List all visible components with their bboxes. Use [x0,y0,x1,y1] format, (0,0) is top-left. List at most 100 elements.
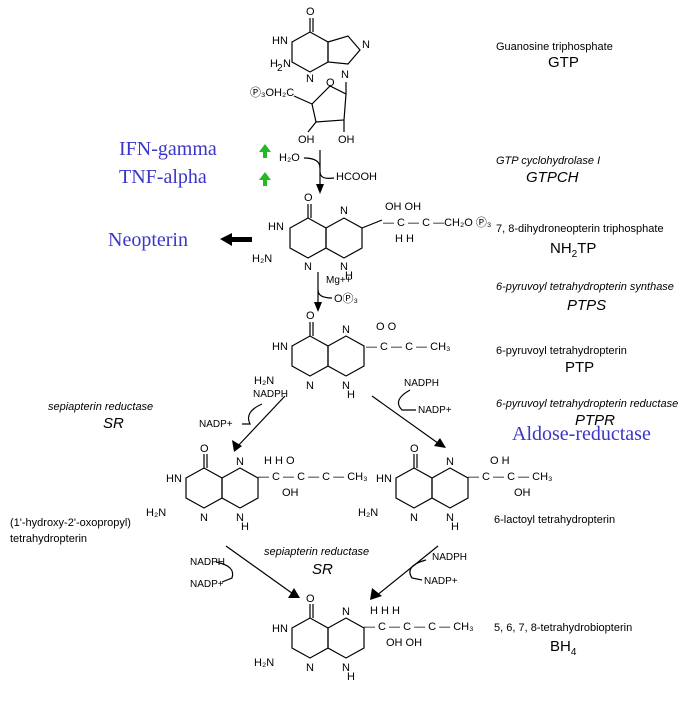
svg-text:H₂N: H₂N [358,507,378,519]
ptp-name: 6-pyruvoyl tetrahydropterin [496,345,627,357]
svg-text:N: N [342,380,350,392]
aldose-reductase-label: Aldose-reductase [512,423,651,445]
svg-text:N: N [306,662,314,674]
sr-left-arrow [235,395,286,449]
svg-text:N: N [341,69,349,81]
svg-text:OH: OH [298,134,315,146]
svg-text:O H: O H [490,455,510,467]
pppi-label: OⓅ₃ [334,292,358,305]
svg-text:N: N [342,662,350,674]
svg-text:HN: HN [272,35,288,47]
gtp-abbrev: GTP [548,54,579,71]
svg-text:H H H: H H H [370,605,400,617]
svg-text:H₂N: H₂N [146,507,166,519]
lactoyl-structure: O HN H₂N N N N H O H — C — C — CH₃ OH [358,443,553,533]
nh2tp-structure: O HN H₂N N N N H OH OH — C — C —CH₂O Ⓟ₃ … [252,192,491,282]
ptps-abbrev: PTPS [567,297,606,314]
svg-text:— C — C — C — CH₃: — C — C — C — CH₃ [364,621,474,633]
nh2tp-name: 7, 8-dihydroneopterin triphosphate [496,223,664,235]
svg-text:HN: HN [376,473,392,485]
svg-text:O: O [410,443,419,455]
svg-text:H: H [345,270,353,282]
svg-text:O: O [306,310,315,322]
svg-text:N: N [306,73,314,85]
ptps-name: 6-pyruvoyl tetrahydropterin synthase [496,281,674,293]
gtp-structure: O HN H 2 N N N N O Ⓟ₃OH₂C OH OH [250,6,370,146]
svg-text:H₂N: H₂N [254,375,274,387]
gtpch-name: GTP cyclohydrolase I [496,155,600,167]
svg-text:N: N [304,261,312,273]
svg-text:OH: OH [514,487,531,499]
nadph-left: NADPH [253,389,288,400]
svg-text:— C — C — C — CH₃: — C — C — C — CH₃ [258,471,368,483]
svg-text:N: N [446,512,454,524]
mg-label: Mg++ [326,275,352,286]
svg-text:O: O [200,443,209,455]
nh2tp-abbrev: NH2TP [550,240,596,260]
nadp-left: NADP+ [199,419,233,430]
svg-text:N: N [362,39,370,51]
hcooh-label: HCOOH [336,171,377,183]
svg-text:H H: H H [395,233,414,245]
svg-text:O: O [304,192,313,204]
sr-bottom-right-arrow [375,545,439,597]
svg-text:— C — C — CH₃: — C — C — CH₃ [468,471,553,483]
ptp-structure: O HN H₂N N N N H O O — C — C — CH₃ [254,310,451,401]
svg-text:— C — C — CH₃: — C — C — CH₃ [366,341,451,353]
ptpr-arrow [371,395,443,447]
ptpr-abbrev: PTPR [575,412,615,429]
svg-text:O: O [326,77,335,89]
svg-text:N: N [236,456,244,468]
hydroxy-name-2: tetrahydropterin [10,533,87,545]
bh4-name: 5, 6, 7, 8-tetrahydrobiopterin [494,622,632,634]
hydroxy-oxopropyl-structure: O HN H₂N N N N H H H O — C — C — C — CH₃… [146,443,368,533]
svg-text:H: H [347,671,355,683]
gtp-name: Guanosine triphosphate [496,41,613,53]
svg-text:N: N [340,205,348,217]
svg-text:N: N [306,380,314,392]
tnf-up-arrow-icon [259,172,271,186]
svg-text:OH: OH [338,134,355,146]
hydroxy-name-1: (1'-hydroxy-2'-oxopropyl) [10,517,131,529]
svg-text:OH: OH [282,487,299,499]
svg-text:O: O [306,593,315,605]
h2o-label: H₂O [279,152,300,164]
ptp-abbrev: PTP [565,359,594,376]
svg-text:H: H [451,521,459,533]
sr-bottom-left-arrow [225,545,297,597]
svg-text:HN: HN [272,623,288,635]
svg-text:O O: O O [376,321,397,333]
nadp-bottom-left: NADP+ [190,579,224,590]
lactoyl-name: 6-lactoyl tetrahydropterin [494,514,615,526]
svg-text:HN: HN [166,473,182,485]
svg-text:N: N [342,324,350,336]
svg-text:OH OH: OH OH [386,637,422,649]
svg-text:N: N [446,456,454,468]
gtpch-abbrev: GTPCH [526,169,579,186]
svg-text:H: H [241,521,249,533]
svg-text:H₂N: H₂N [254,657,274,669]
nadp-right: NADP+ [418,405,452,416]
svg-text:O: O [306,6,315,18]
svg-text:N: N [200,512,208,524]
svg-text:N: N [283,58,291,70]
nadp-bottom-right: NADP+ [424,576,458,587]
ptpr-name: 6-pyruvoyl tetrahydropterin reductase [496,398,678,410]
svg-text:N: N [236,512,244,524]
svg-text:2: 2 [277,63,283,74]
sr-bottom-name: sepiapterin reductase [264,546,369,558]
svg-text:HN: HN [272,341,288,353]
svg-text:— C — C —CH₂O Ⓟ₃: — C — C —CH₂O Ⓟ₃ [383,216,491,229]
svg-text:H₂N: H₂N [252,253,272,265]
nadph-bottom-left: NADPH [190,557,225,568]
svg-text:H: H [270,58,278,70]
bh4-structure: O HN H₂N N N N H H H H — C — C — C — CH₃… [254,593,474,683]
ifn-up-arrow-icon [259,144,271,158]
svg-text:N: N [342,606,350,618]
neopterin-label: Neopterin [108,229,188,251]
sr-left-name: sepiapterin reductase [48,401,153,413]
ifn-gamma-label: IFN-gamma [119,138,217,160]
svg-text:HN: HN [268,221,284,233]
sr-bottom-abbrev: SR [312,561,333,578]
